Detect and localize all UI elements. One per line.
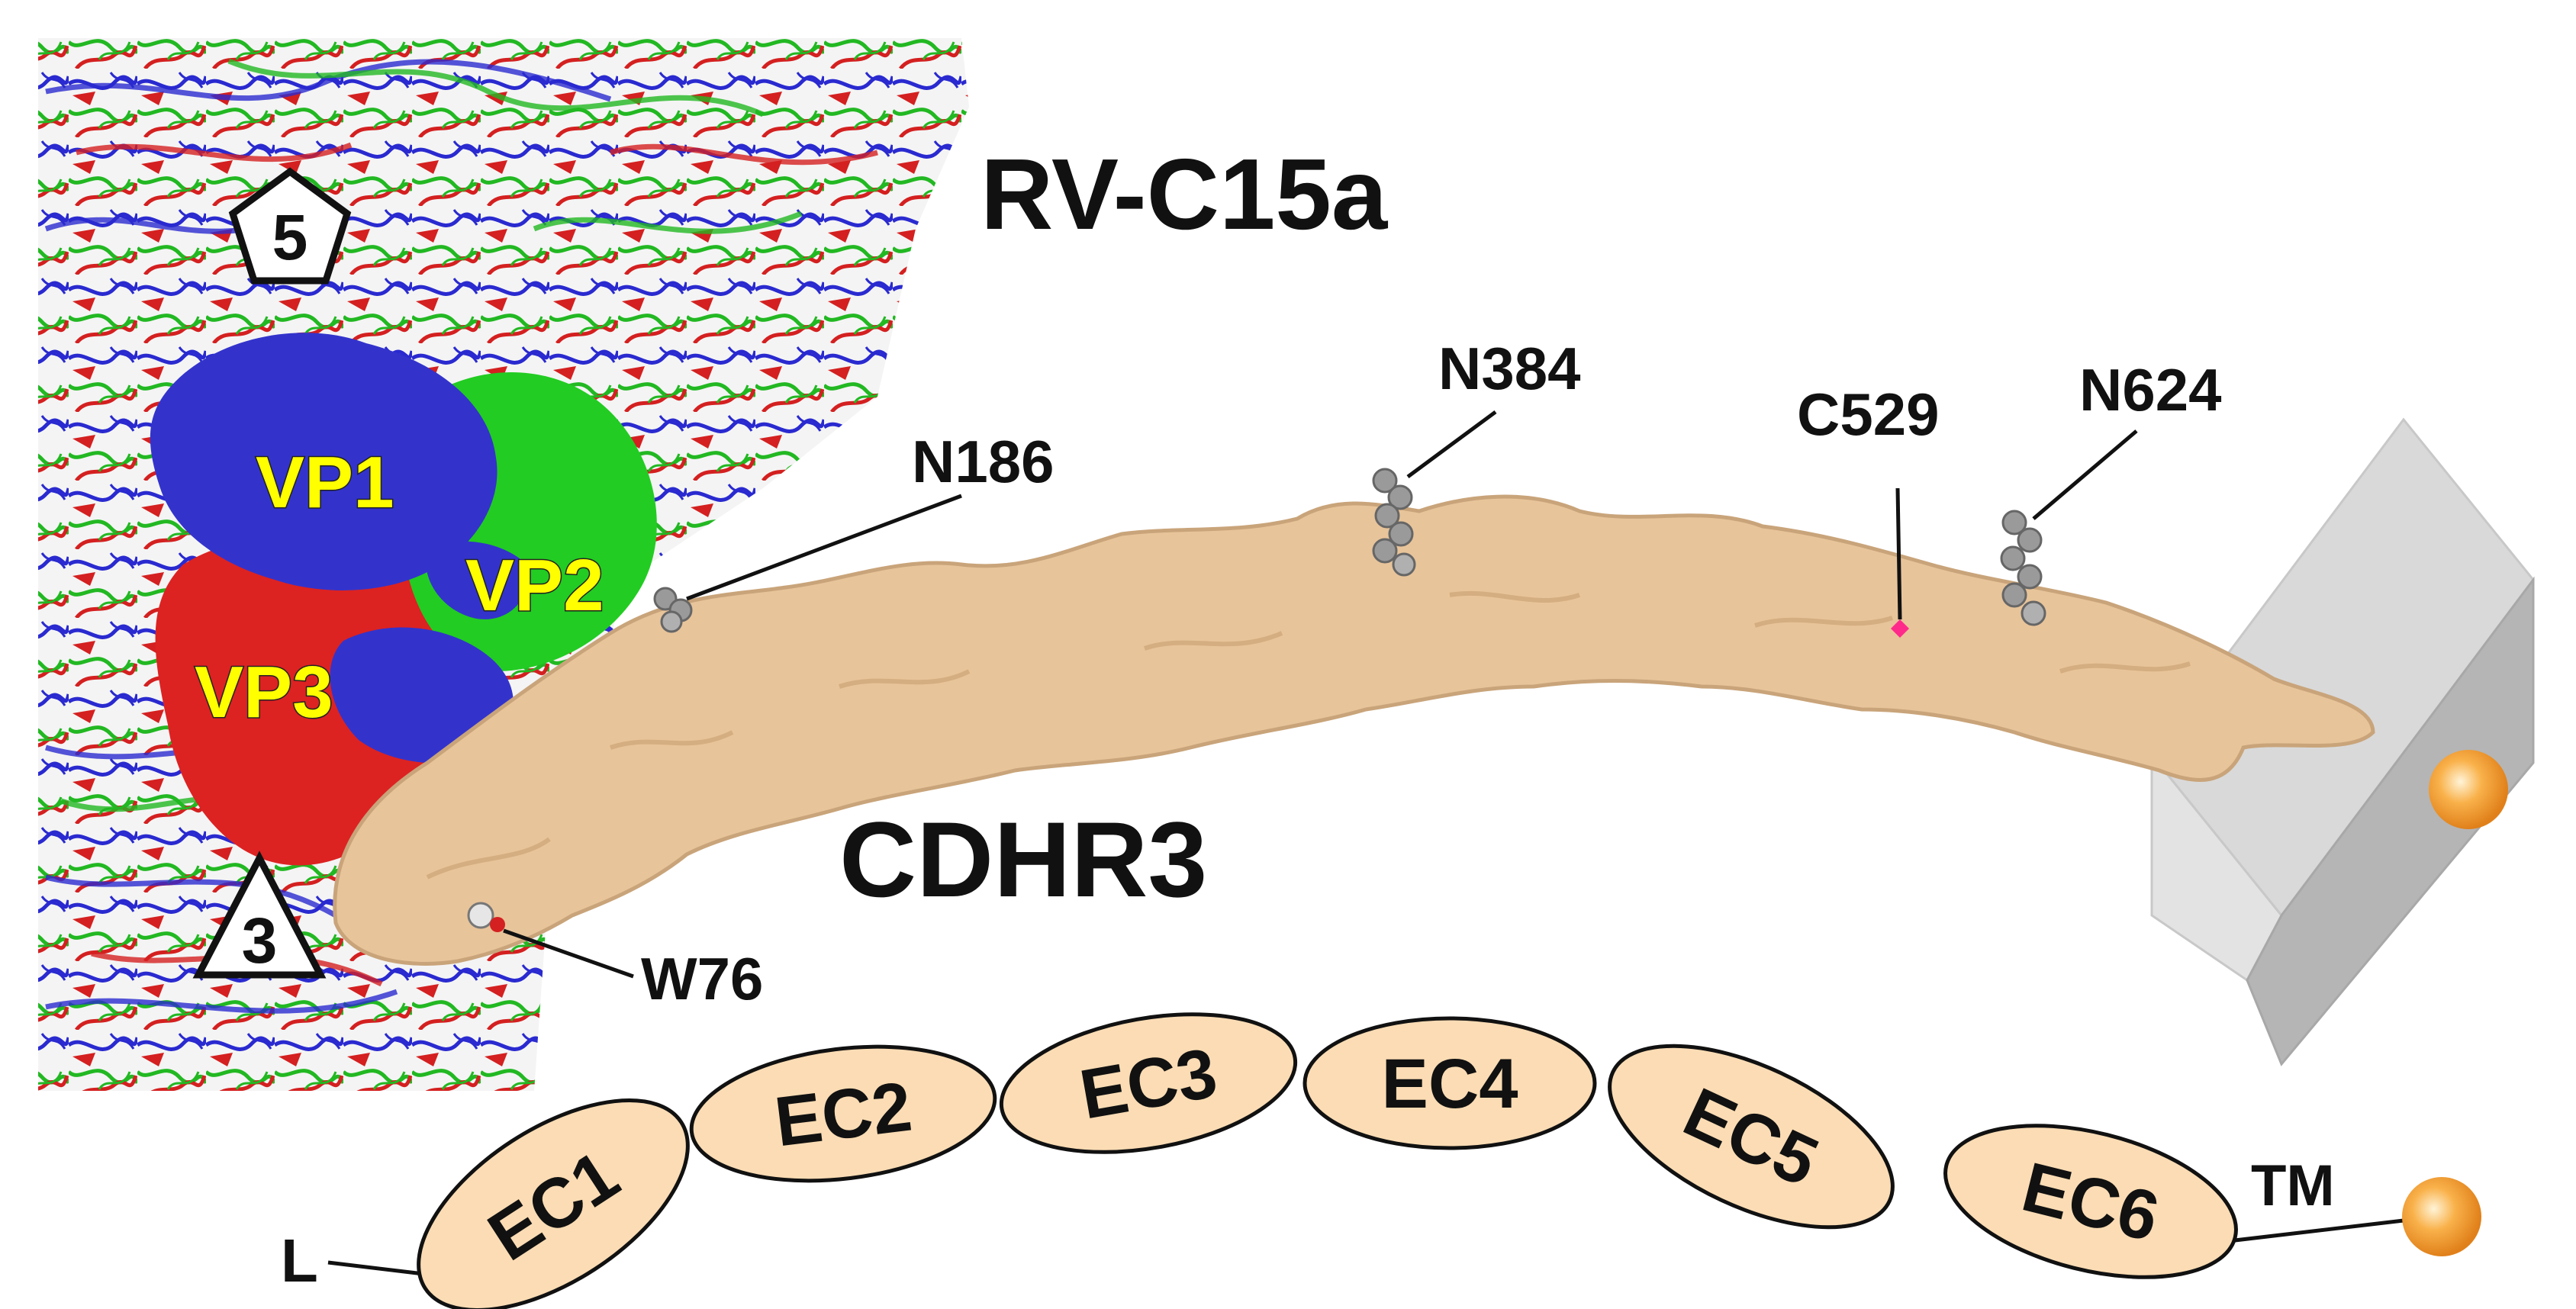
tm-line [2208, 1218, 2404, 1246]
leader-line [327, 1260, 424, 1276]
vp3-label: VP3 [195, 651, 333, 733]
pentagon-icon [228, 167, 352, 285]
n624-label: N624 [2079, 356, 2221, 423]
c529-label: C529 [1797, 381, 1939, 448]
ec2-domain: EC2 [689, 1044, 997, 1183]
w76-leader-line [503, 928, 634, 979]
receptor-name: CDHR3 [839, 799, 1207, 919]
w76-label: W76 [641, 945, 763, 1012]
domain-schematic: EC1 EC2 EC3 EC4 EC5 EC6 L TM [281, 1012, 2481, 1309]
n186-glycan [653, 587, 693, 633]
vp1-lower-patch [330, 627, 514, 764]
n186-label: N186 [912, 428, 1054, 495]
threefold-axis-marker: 3 [192, 851, 327, 979]
n624-leader-line [2032, 429, 2138, 520]
ec6-domain: EC6 [1943, 1124, 2238, 1279]
triangle-icon [192, 851, 327, 979]
ec4-domain: EC4 [1302, 1016, 1597, 1150]
w76-residue [467, 902, 505, 932]
c529-mark-icon [1891, 619, 1909, 638]
virus-capsid: VP1 VP2 VP3 5 3 [38, 38, 969, 1091]
vp1-surface [150, 333, 497, 590]
tm-anchor-ball [2402, 1177, 2481, 1256]
tm-label: TM [2251, 1153, 2335, 1218]
membrane-anchor-ball [2429, 750, 2508, 829]
ec5-domain: EC5 [1608, 1044, 1895, 1230]
n384-glycan [1372, 468, 1416, 577]
n186-leader-line [686, 494, 962, 601]
c529-leader-line [1895, 487, 1902, 620]
fivefold-axis-marker: 5 [228, 167, 352, 285]
ec2-label: EC2 [771, 1067, 916, 1161]
cdhr3-surface [333, 494, 2375, 966]
vp1-small-patch [426, 541, 528, 619]
ec3-domain: EC3 [999, 1012, 1298, 1154]
ec4-label: EC4 [1382, 1045, 1518, 1123]
vp2-label: VP2 [465, 545, 604, 626]
n384-leader-line [1406, 410, 1497, 479]
n624-glycan [2000, 510, 2046, 626]
ec1-domain: EC1 [417, 1098, 690, 1309]
vp1-label: VP1 [256, 442, 394, 523]
membrane-side-face [2246, 576, 2535, 1066]
n384-label: N384 [1438, 335, 1580, 402]
fivefold-axis-label: 5 [272, 201, 308, 273]
cell-membrane [2150, 417, 2535, 1066]
virus-name: RV-C15a [980, 138, 1389, 250]
cdhr3-surface-texture [426, 590, 2191, 880]
leader-label: L [281, 1227, 318, 1295]
threefold-axis-label: 3 [242, 905, 278, 976]
